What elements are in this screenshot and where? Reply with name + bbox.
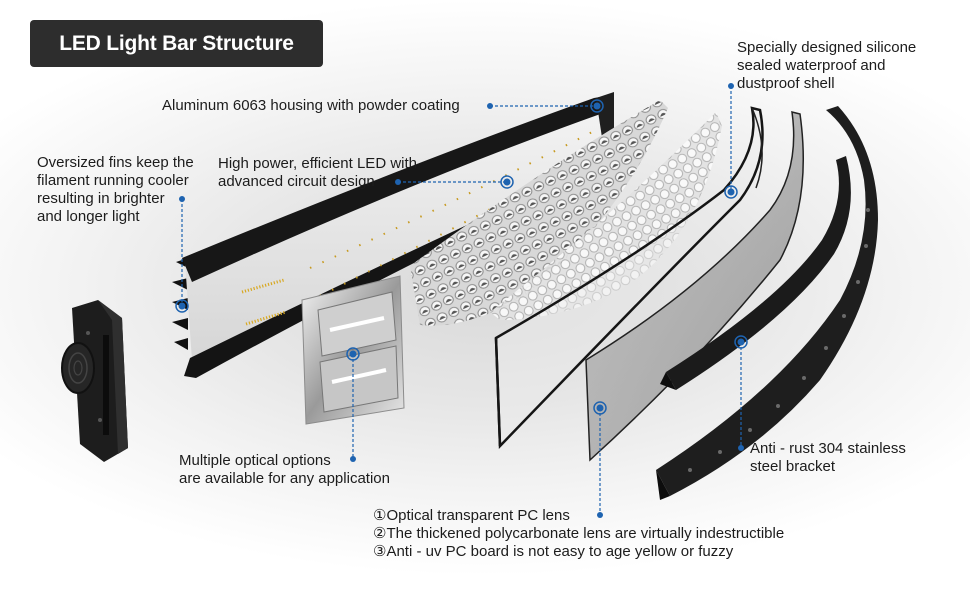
page-title: LED Light Bar Structure <box>59 31 294 55</box>
label-fins-line: Oversized fins keep the <box>37 154 194 171</box>
label-fins-line: resulting in brighter <box>37 190 165 207</box>
label-shell-line: sealed waterproof and <box>737 57 886 74</box>
label-shell-line: dustproof shell <box>737 75 835 92</box>
label-optics-line: are available for any application <box>179 470 390 487</box>
label-fins-line: filament running cooler <box>37 172 189 189</box>
anchor-led <box>500 175 514 189</box>
label-led-line: advanced circuit design <box>218 173 375 190</box>
label-housing: Aluminum 6063 housing with powder coatin… <box>162 97 460 114</box>
optical-lens-array <box>410 100 722 326</box>
leader-dot <box>395 179 401 185</box>
anchor-markers <box>175 99 748 415</box>
leader-dot <box>487 103 493 109</box>
leader-dot <box>728 83 734 89</box>
label-lens-line: ③Anti - uv PC board is not easy to age y… <box>373 543 734 560</box>
anchor-optics <box>346 347 360 361</box>
leader-dot <box>179 196 185 202</box>
anchor-shell <box>724 185 738 199</box>
label-led-line: High power, efficient LED with <box>218 155 417 172</box>
label-bracket-line: Anti - rust 304 stainless <box>750 440 906 457</box>
silicone-seal <box>751 107 763 189</box>
label-shell-line: Specially designed silicone <box>737 39 917 56</box>
label-fins: Oversized fins keep the filament running… <box>37 154 194 226</box>
pc-lens-frame <box>494 106 764 449</box>
label-shell: Specially designed silicone sealed water… <box>737 39 916 93</box>
label-fins-line: and longer light <box>37 208 140 225</box>
anchor-fins <box>175 299 189 313</box>
anchor-housing <box>590 99 604 113</box>
leader-dot <box>350 456 356 462</box>
label-lens-line: ①Optical transparent PC lens <box>373 507 570 524</box>
label-led: High power, efficient LED with advanced … <box>218 155 417 191</box>
stainless-bracket-long <box>656 106 878 500</box>
stainless-bracket-short <box>660 156 851 390</box>
anchor-lens <box>593 401 607 415</box>
label-bracket: Anti - rust 304 stainless steel bracket <box>750 440 906 476</box>
label-bracket-line: steel bracket <box>750 458 836 475</box>
label-lens: ①Optical transparent PC lens ②The thicke… <box>373 507 784 561</box>
reflector-module <box>301 275 405 425</box>
leader-dot <box>738 445 744 451</box>
anchor-bracket <box>734 335 748 349</box>
end-cap-mount <box>61 300 128 462</box>
label-optics: Multiple optical options are available f… <box>179 452 390 488</box>
leader-dot <box>597 512 603 518</box>
label-lens-line: ②The thickened polycarbonate lens are vi… <box>373 525 785 542</box>
label-optics-line: Multiple optical options <box>179 452 331 469</box>
title-badge: LED Light Bar Structure <box>30 20 323 67</box>
